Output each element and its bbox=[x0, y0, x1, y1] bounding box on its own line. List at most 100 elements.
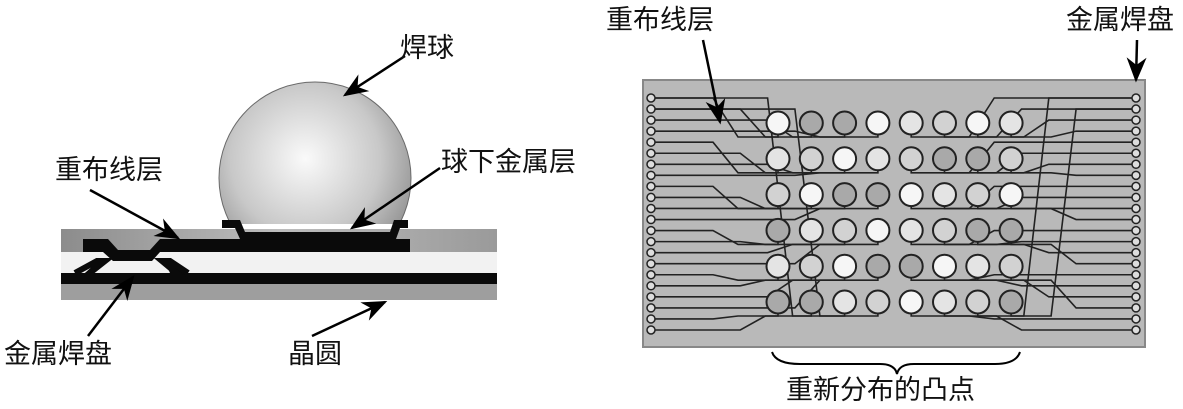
label-redistributed-bumps: 重新分布的凸点 bbox=[786, 375, 975, 406]
bump-brace bbox=[771, 351, 1021, 375]
edge-pad-right bbox=[1131, 281, 1141, 291]
cross-section-diagram bbox=[61, 54, 497, 338]
edge-pad-right bbox=[1131, 137, 1141, 147]
edge-pad-right bbox=[1131, 115, 1141, 125]
edge-pad-left bbox=[646, 159, 656, 170]
label-ubm: 球下金属层 bbox=[441, 147, 576, 178]
edge-pad-right bbox=[1131, 225, 1141, 236]
edge-pad-right bbox=[1131, 270, 1141, 280]
redistributed-bump bbox=[965, 217, 991, 243]
redistributed-bump bbox=[932, 110, 957, 136]
edge-pad-left bbox=[646, 325, 656, 335]
redistributed-bump bbox=[765, 253, 791, 279]
redistributed-bump bbox=[798, 289, 824, 315]
redistributed-bump bbox=[898, 253, 924, 279]
redistributed-bump bbox=[898, 289, 924, 315]
redistributed-bump bbox=[765, 217, 791, 243]
redistributed-bump bbox=[932, 182, 957, 208]
edge-pad-right bbox=[1131, 203, 1141, 214]
edge-pad-right bbox=[1131, 93, 1141, 103]
redistributed-bump bbox=[765, 289, 791, 315]
redistributed-bump bbox=[765, 146, 791, 172]
arrow-wafer bbox=[311, 300, 388, 338]
label-rdl: 重布线层 bbox=[55, 155, 163, 186]
redistributed-bump bbox=[865, 146, 891, 172]
edge-pad-right bbox=[1131, 181, 1141, 192]
edge-pad-left bbox=[646, 225, 656, 236]
label-metal-pad: 金属焊盘 bbox=[4, 339, 112, 370]
edge-pad-left bbox=[646, 258, 656, 269]
label-metal-pad-right: 金属焊盘 bbox=[1066, 5, 1174, 36]
arrow-rdl bbox=[89, 188, 181, 240]
label-rdl-right: 重布线层 bbox=[606, 5, 714, 36]
redistributed-bump bbox=[998, 217, 1024, 243]
edge-pad-left bbox=[646, 236, 656, 247]
edge-pad-right bbox=[1131, 192, 1141, 203]
redistributed-bump bbox=[832, 289, 858, 315]
edge-pad-left bbox=[646, 292, 656, 302]
edge-pad-left bbox=[646, 247, 656, 258]
solder-ball bbox=[218, 81, 412, 224]
redistributed-bump bbox=[932, 253, 957, 279]
redistributed-bump bbox=[798, 217, 824, 243]
redistributed-bump bbox=[865, 110, 891, 136]
redistributed-bump bbox=[832, 110, 858, 136]
redistributed-bump bbox=[832, 253, 858, 279]
edge-pad-right bbox=[1131, 126, 1141, 136]
edge-pad-right bbox=[1131, 236, 1141, 247]
redistributed-bump bbox=[932, 146, 957, 172]
redistributed-bump bbox=[965, 289, 991, 315]
arrow-solder-ball bbox=[342, 54, 406, 97]
edge-pad-left bbox=[646, 170, 656, 181]
redistributed-bump bbox=[898, 146, 924, 172]
edge-pad-left bbox=[646, 281, 656, 291]
arrow-metal-pad-right bbox=[1126, 39, 1147, 83]
redistributed-bump bbox=[798, 110, 824, 136]
redistributed-bump bbox=[865, 289, 891, 315]
edge-pad-left bbox=[646, 270, 656, 280]
edge-pad-left bbox=[646, 314, 656, 324]
edge-pad-left bbox=[646, 115, 656, 125]
redistributed-bump bbox=[898, 182, 924, 208]
redistributed-bump bbox=[965, 253, 991, 279]
edge-pad-right bbox=[1131, 247, 1141, 258]
edge-pad-right bbox=[1131, 148, 1141, 158]
redistributed-bump bbox=[965, 110, 991, 136]
redistributed-bump bbox=[998, 289, 1024, 315]
top-view-diagram bbox=[642, 39, 1147, 375]
edge-pad-right bbox=[1131, 303, 1141, 313]
edge-pad-right bbox=[1131, 104, 1141, 114]
redistributed-bump bbox=[832, 217, 858, 243]
edge-pad-right bbox=[1131, 325, 1141, 335]
redistributed-bump bbox=[965, 146, 991, 172]
redistributed-bump bbox=[932, 217, 957, 243]
redistributed-bump bbox=[998, 253, 1024, 279]
redistributed-bump bbox=[865, 182, 891, 208]
redistributed-bump bbox=[865, 253, 891, 279]
edge-pad-left bbox=[646, 93, 656, 103]
arrow-rdl-right bbox=[701, 39, 726, 125]
arrow-ubm bbox=[349, 166, 441, 230]
redistributed-bump bbox=[765, 182, 791, 208]
redistributed-bump bbox=[865, 217, 891, 243]
redistributed-bump bbox=[798, 182, 824, 208]
redistributed-bump bbox=[932, 289, 957, 315]
redistributed-bump bbox=[998, 110, 1024, 136]
edge-pad-left bbox=[646, 214, 656, 225]
edge-pad-left bbox=[646, 104, 656, 114]
wafer-bottom bbox=[61, 284, 497, 300]
redistributed-bump bbox=[832, 182, 858, 208]
edge-pad-left bbox=[646, 192, 656, 203]
edge-pad-right bbox=[1131, 159, 1141, 170]
edge-pad-right bbox=[1131, 258, 1141, 269]
edge-pad-left bbox=[646, 203, 656, 214]
redistributed-bump bbox=[798, 253, 824, 279]
redistributed-bump bbox=[998, 146, 1024, 172]
edge-pads bbox=[646, 93, 1141, 335]
edge-pad-right bbox=[1131, 170, 1141, 181]
edge-pad-right bbox=[1131, 314, 1141, 324]
bump-grid bbox=[765, 110, 1024, 315]
ubm-layer bbox=[222, 220, 408, 239]
arrow-metal-pad bbox=[87, 275, 135, 337]
rdl-layer bbox=[83, 239, 410, 261]
